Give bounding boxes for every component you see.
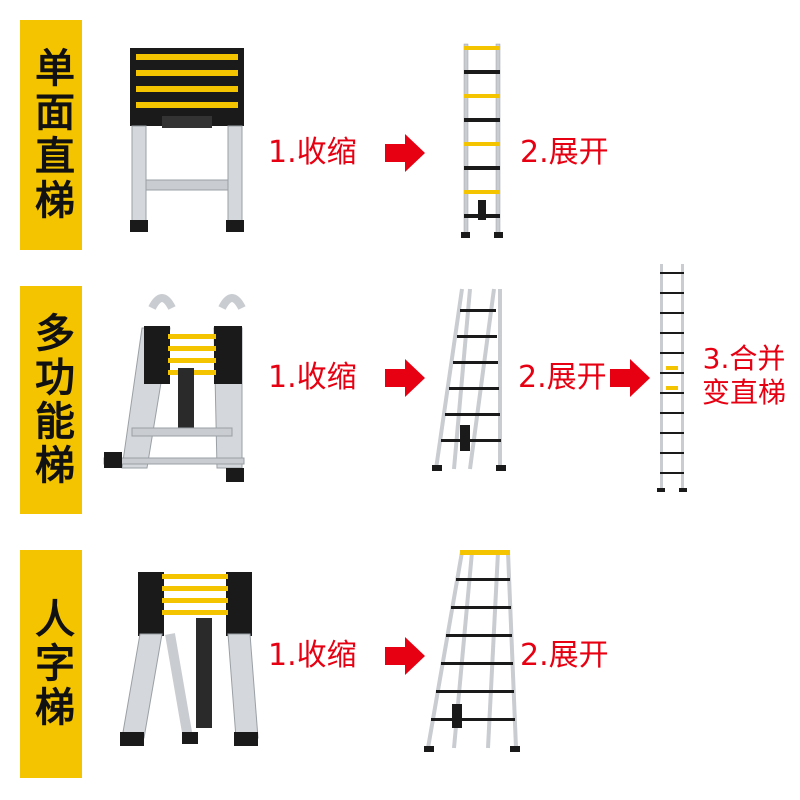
arrow-right-icon [385,637,425,675]
collapsed-rung-stack [130,48,244,128]
arrow-right-icon [610,359,650,397]
multifunction-rung-stack [144,326,242,384]
row-3-step-collapse: 1.收缩 [268,638,357,673]
single-ladder-extended-image [461,43,503,238]
row-1-label-box: 单面直梯 [20,20,82,250]
row-2-step-merge: 3.合并 变直梯 [701,342,786,409]
row-3-label: 人字梯 [28,598,74,730]
multifunction-ladder-straight-image [657,264,687,492]
row-3-label-box: 人字梯 [20,550,82,778]
a-frame-expanded-rungs [431,578,515,721]
a-frame-ladder-expanded-image [424,550,520,752]
arrow-right-icon [385,134,425,172]
row-2-step-collapse: 1.收缩 [268,360,357,395]
row-2-step-expand: 2.展开 [518,360,607,395]
arrow-right-icon [385,359,425,397]
row-1-step-collapse: 1.收缩 [268,135,357,170]
row-2-label-box: 多功能梯 [20,286,82,514]
multifunction-ladder-collapsed-image [103,294,246,482]
row-2-label: 多功能梯 [28,312,74,488]
extended-rungs [464,46,500,218]
a-frame-rung-stack [138,572,252,636]
row-1-label: 单面直梯 [28,47,74,223]
a-frame-ladder-collapsed-image [120,572,259,746]
row-3-step-expand: 2.展开 [520,638,609,673]
single-ladder-collapsed-image [130,48,244,232]
row-1-step-expand: 2.展开 [520,135,609,170]
multifunction-ladder-expanded-image [432,288,506,471]
straight-rungs [660,272,684,474]
a-frame-rungs [441,309,501,442]
